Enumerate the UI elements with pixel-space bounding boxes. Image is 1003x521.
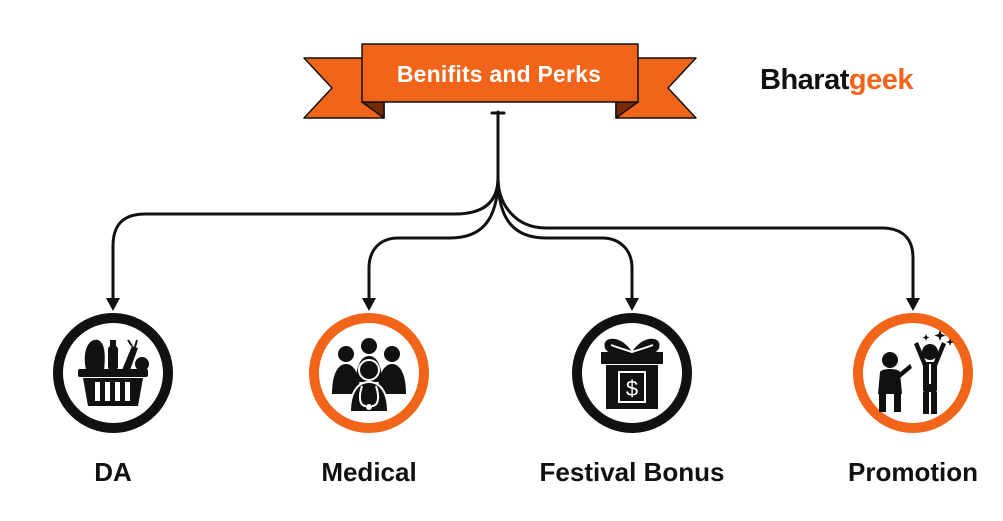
gift-box-dollar-icon: $: [572, 313, 692, 433]
ribbon-banner: [303, 43, 697, 119]
connector-promotion: [496, 176, 915, 302]
connector-festival-bonus: [496, 176, 634, 302]
grocery-basket-icon: [53, 313, 173, 433]
celebrating-people-icon: [853, 313, 973, 433]
svg-text:$: $: [626, 376, 638, 401]
node-da: [52, 312, 174, 434]
node-festival-bonus: $: [571, 312, 693, 434]
node-label-festival-bonus: Festival Bonus: [539, 457, 725, 487]
bharatgeek-logo: Bharatgeek: [760, 66, 913, 95]
brand-part-1: Bharat: [760, 64, 849, 96]
node-label-da: DA: [94, 457, 132, 487]
node-label-medical: Medical: [321, 457, 417, 487]
connector-medical: [367, 176, 500, 302]
node-label-promotion: Promotion: [848, 457, 978, 487]
connector-da: [111, 176, 500, 302]
banner-title: Benifits and Perks: [396, 60, 602, 87]
doctors-group-icon: [309, 313, 429, 433]
brand-part-2: geek: [848, 64, 914, 96]
node-medical: [308, 312, 430, 434]
node-promotion: [852, 312, 974, 434]
